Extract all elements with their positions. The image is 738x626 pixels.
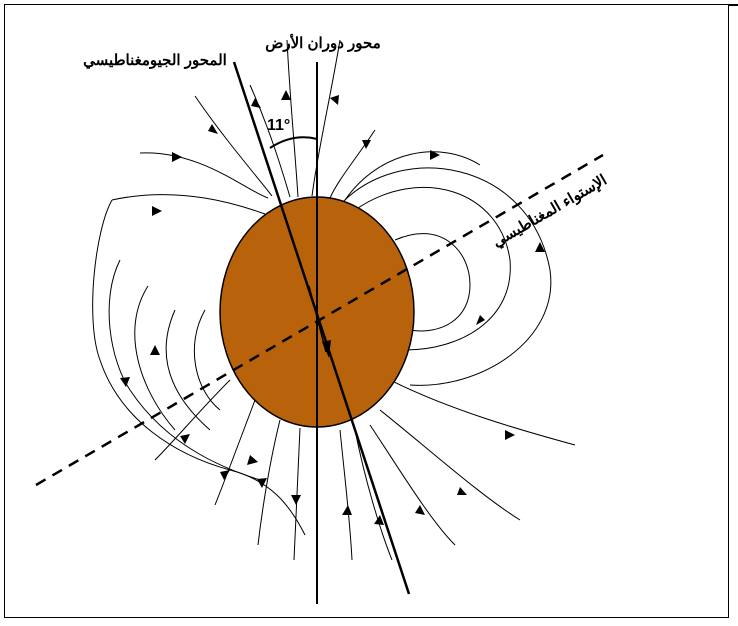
- field-arrow: [281, 90, 291, 100]
- field-line: [108, 259, 131, 391]
- field-arrow: [247, 455, 258, 465]
- magnetic-equator-label: الإستواء المغناطيسي: [490, 171, 611, 251]
- dipole-arrow: [308, 285, 327, 353]
- field-line: [379, 409, 521, 521]
- field-arrow: [476, 315, 485, 325]
- field-line: [394, 233, 471, 332]
- field-arrow: [291, 495, 301, 505]
- rotation-axis-label: محور دوران الأرض: [265, 33, 381, 52]
- field-line: [111, 194, 266, 215]
- field-line: [154, 379, 231, 461]
- field-arrow: [330, 95, 339, 105]
- field-arrow: [180, 434, 190, 444]
- field-line: [257, 419, 281, 546]
- field-arrow: [415, 505, 425, 515]
- diagram-frame: [4, 4, 729, 618]
- field-arrow: [505, 430, 515, 440]
- field-line: [193, 309, 221, 411]
- field-arrow: [220, 470, 230, 480]
- field-arrow: [535, 242, 545, 252]
- field-line: [329, 129, 376, 199]
- field-line: [369, 424, 456, 546]
- field-line: [139, 152, 269, 199]
- field-line: [134, 285, 176, 431]
- field-arrow: [457, 487, 467, 495]
- field-line: [339, 429, 353, 561]
- field-line: [354, 187, 511, 351]
- field-line: [194, 95, 273, 197]
- field-arrow: [342, 505, 352, 515]
- field-arrow: [251, 98, 261, 108]
- field-line: [214, 399, 256, 506]
- field-arrows: [120, 90, 545, 525]
- field-arrow: [152, 206, 162, 216]
- field-line: [165, 309, 211, 431]
- field-arrow: [208, 124, 218, 134]
- field-line: [99, 359, 306, 536]
- field-line: [339, 167, 552, 386]
- field-arrow: [120, 377, 130, 387]
- dipole-arrowhead: [322, 340, 331, 358]
- field-line: [389, 379, 576, 446]
- field-arrow: [374, 515, 384, 525]
- geomagnetic-axis-line: [232, 61, 411, 595]
- corner-tick: [729, 4, 738, 6]
- field-arrow: [257, 478, 267, 488]
- field-line: [311, 39, 341, 197]
- field-arrow: [172, 152, 182, 162]
- field-line: [354, 429, 393, 561]
- angle-label: 11°: [267, 117, 290, 134]
- field-line: [293, 427, 301, 561]
- field-arrow: [430, 150, 440, 160]
- field-lines: [92, 39, 576, 561]
- field-line: [286, 39, 299, 198]
- field-line: [129, 389, 261, 481]
- field-line: [344, 151, 481, 201]
- field-line: [92, 199, 113, 361]
- angle-arc: [269, 136, 318, 149]
- field-arrow: [150, 345, 160, 355]
- geomagnetic-axis-label: المحور الجيومغناطيسي: [83, 52, 227, 70]
- field-line: [249, 84, 291, 198]
- field-arrow: [362, 140, 371, 149]
